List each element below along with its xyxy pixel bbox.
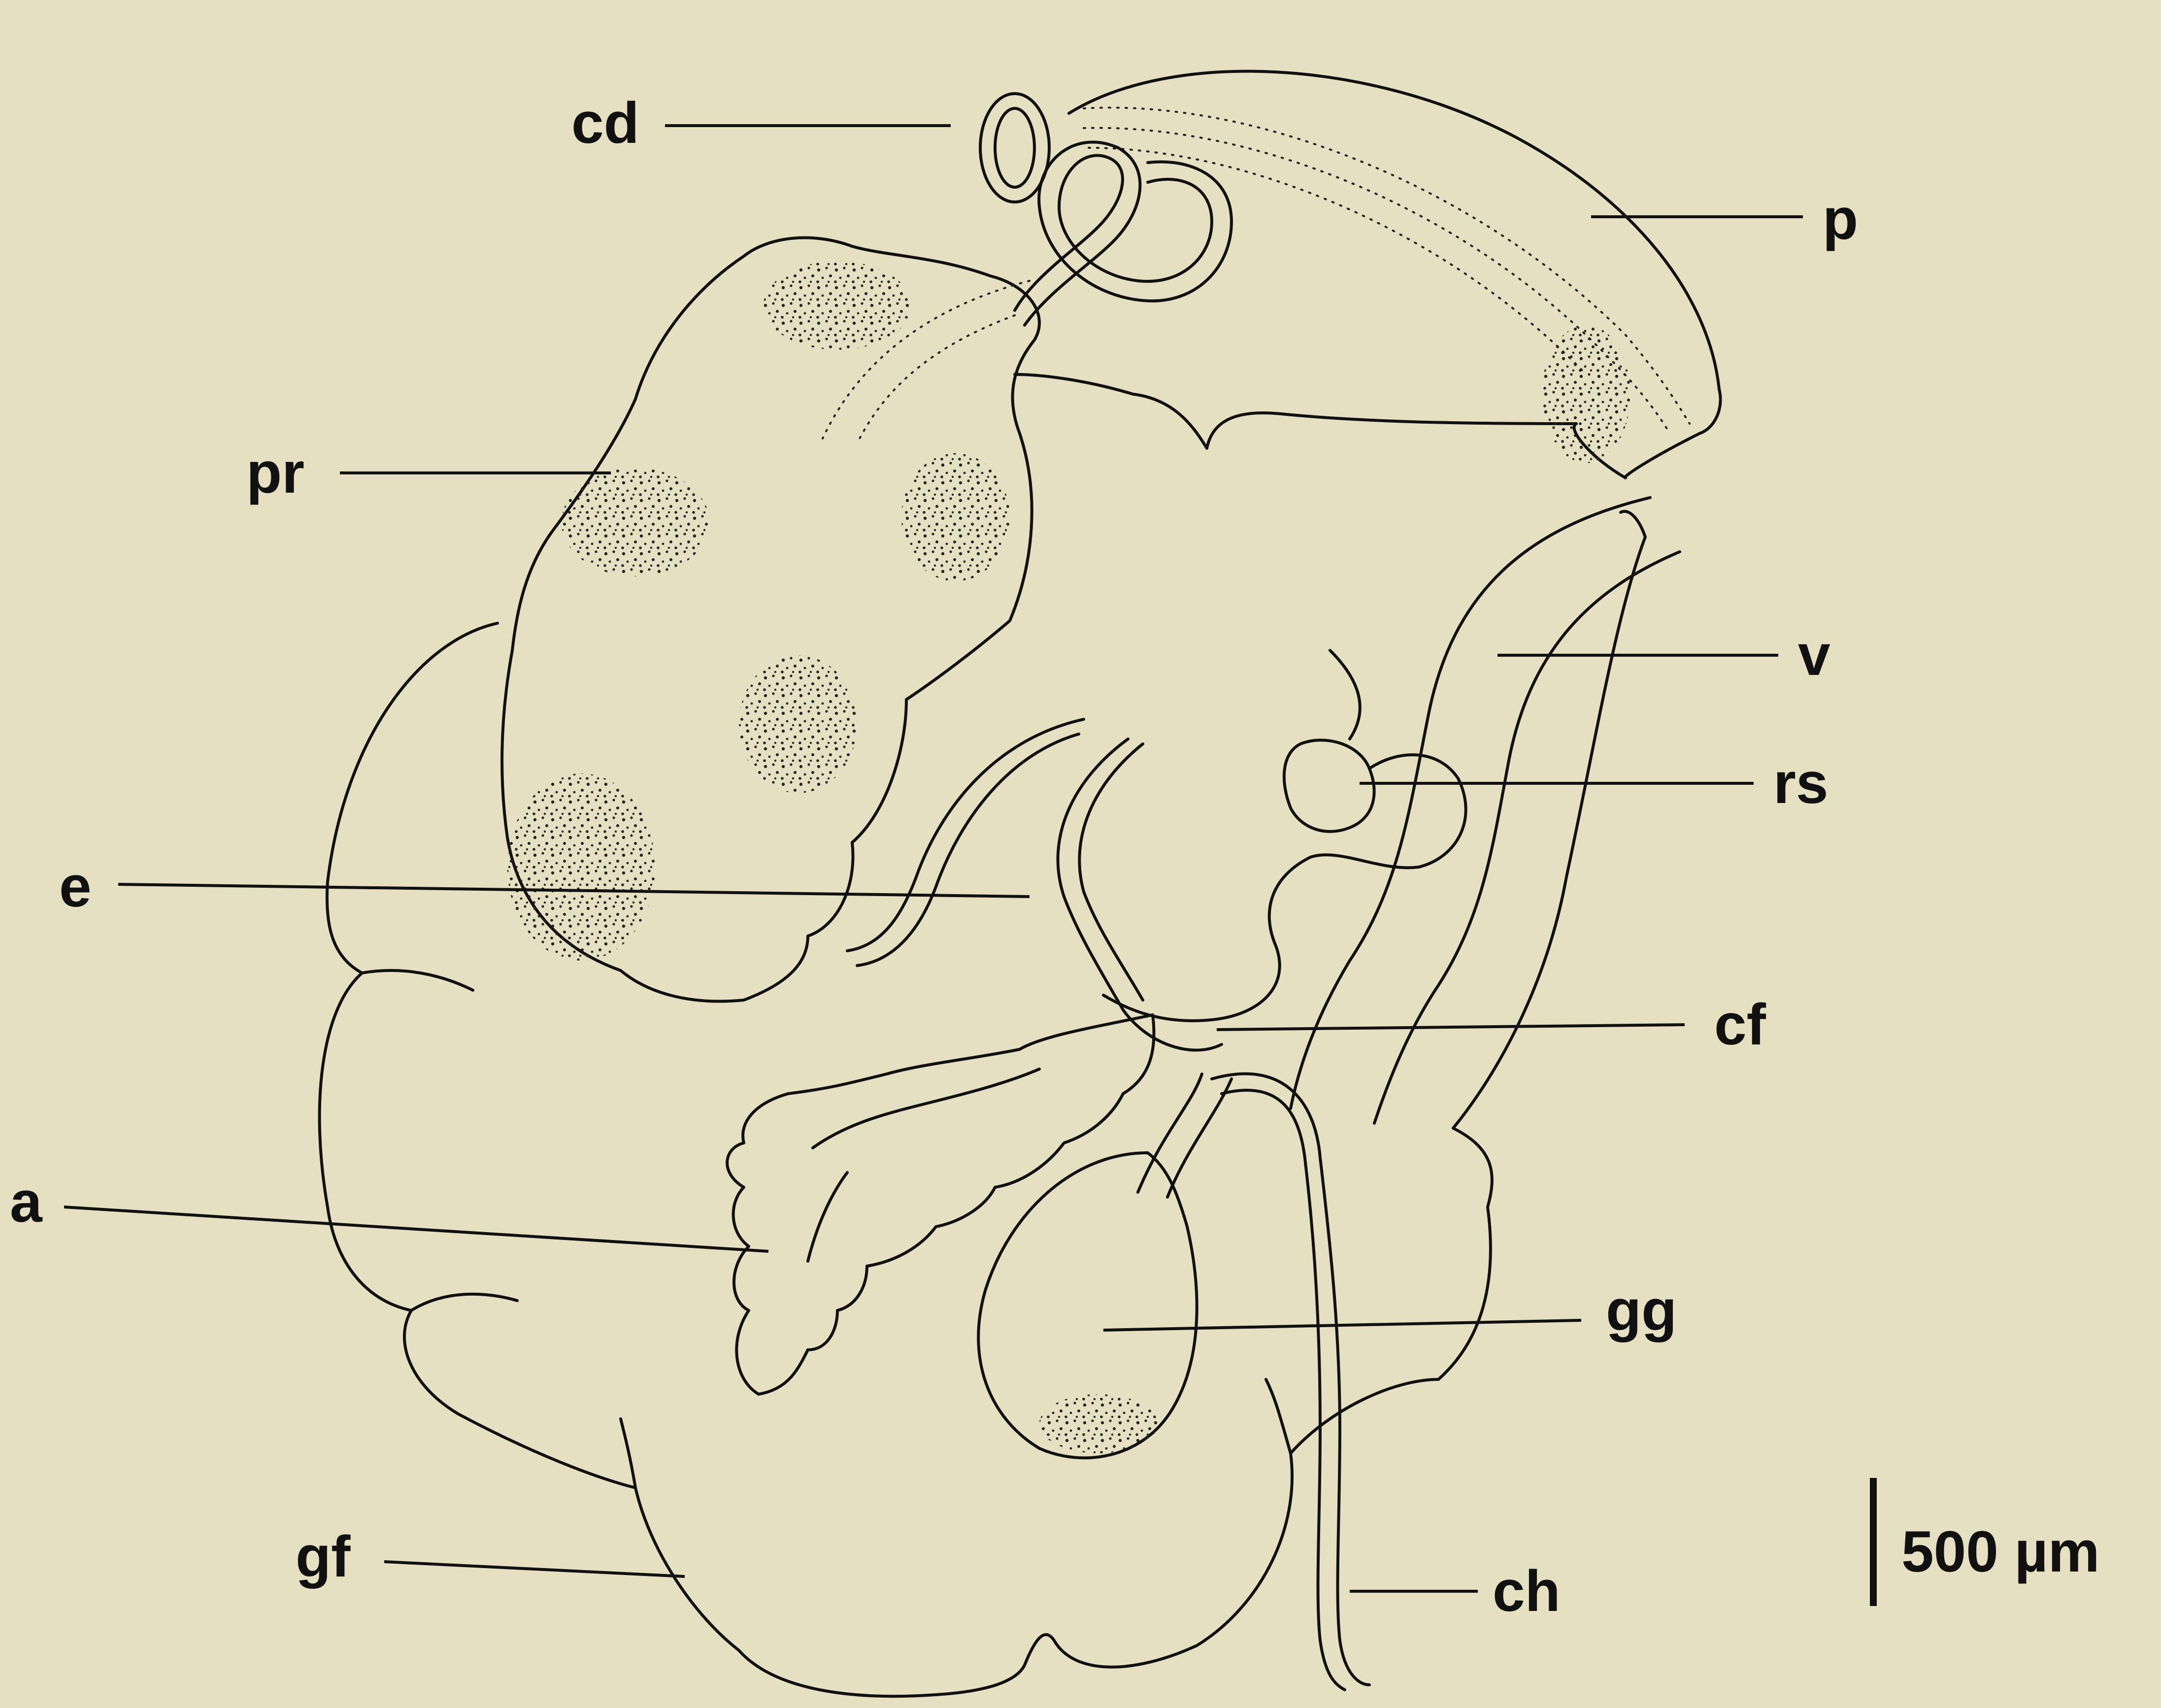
duct-e — [1079, 744, 1143, 1000]
vagina-duct — [1374, 552, 1680, 1123]
leader-lines — [64, 126, 1803, 1591]
duct-e — [847, 719, 1084, 951]
scale-bar-label: 500 µm — [1901, 1519, 2100, 1584]
gland-mass-lobe-line — [411, 1294, 517, 1310]
label-a: a — [10, 1170, 43, 1235]
receptaculum-duct — [1330, 650, 1360, 739]
gland-mass-lobe-line — [621, 1419, 635, 1488]
gland-mass-lobe-line — [362, 971, 473, 990]
label-e: e — [59, 854, 92, 919]
fertilization-duct — [1138, 1074, 1202, 1192]
label-ch: ch — [1493, 1559, 1561, 1624]
label-p: p — [1823, 187, 1858, 252]
leader-cf — [1217, 1025, 1685, 1030]
gland-mass-lobe-line — [1266, 1379, 1291, 1453]
deferent-duct-coil — [1025, 142, 1231, 325]
leader-a — [64, 1207, 768, 1251]
gland-mass-outline — [320, 511, 1645, 1696]
hermaphrodite-duct — [1212, 1074, 1369, 1685]
albumen-gland — [727, 1015, 1154, 1394]
label-rs: rs — [1773, 751, 1829, 816]
scale-bar: 500 µm — [1870, 1478, 2100, 1606]
labels: cd p pr v rs e cf a gg gf ch — [10, 91, 1858, 1624]
leader-gf — [384, 1562, 685, 1576]
leader-gg — [1103, 1320, 1581, 1330]
vagina-duct — [1291, 498, 1650, 1108]
albumen-gland-fold — [808, 1172, 847, 1261]
receptaculum-seminis — [1284, 740, 1374, 832]
label-gf: gf — [296, 1524, 351, 1589]
albumen-gland-fold — [813, 1069, 1039, 1148]
organ-outlines — [320, 71, 1721, 1696]
label-cd: cd — [571, 91, 639, 156]
label-gg: gg — [1606, 1278, 1677, 1343]
label-pr: pr — [246, 440, 304, 505]
hermaphrodite-duct — [1222, 1090, 1345, 1690]
duct-e — [1058, 739, 1222, 1050]
label-v: v — [1798, 623, 1830, 688]
penis-inner-line — [1089, 148, 1586, 374]
deferent-duct-loop — [995, 108, 1034, 187]
label-cf: cf — [1714, 992, 1766, 1057]
duct-e — [857, 734, 1079, 966]
scale-bar-line — [1870, 1478, 1877, 1606]
fertilization-duct — [1167, 1079, 1231, 1197]
